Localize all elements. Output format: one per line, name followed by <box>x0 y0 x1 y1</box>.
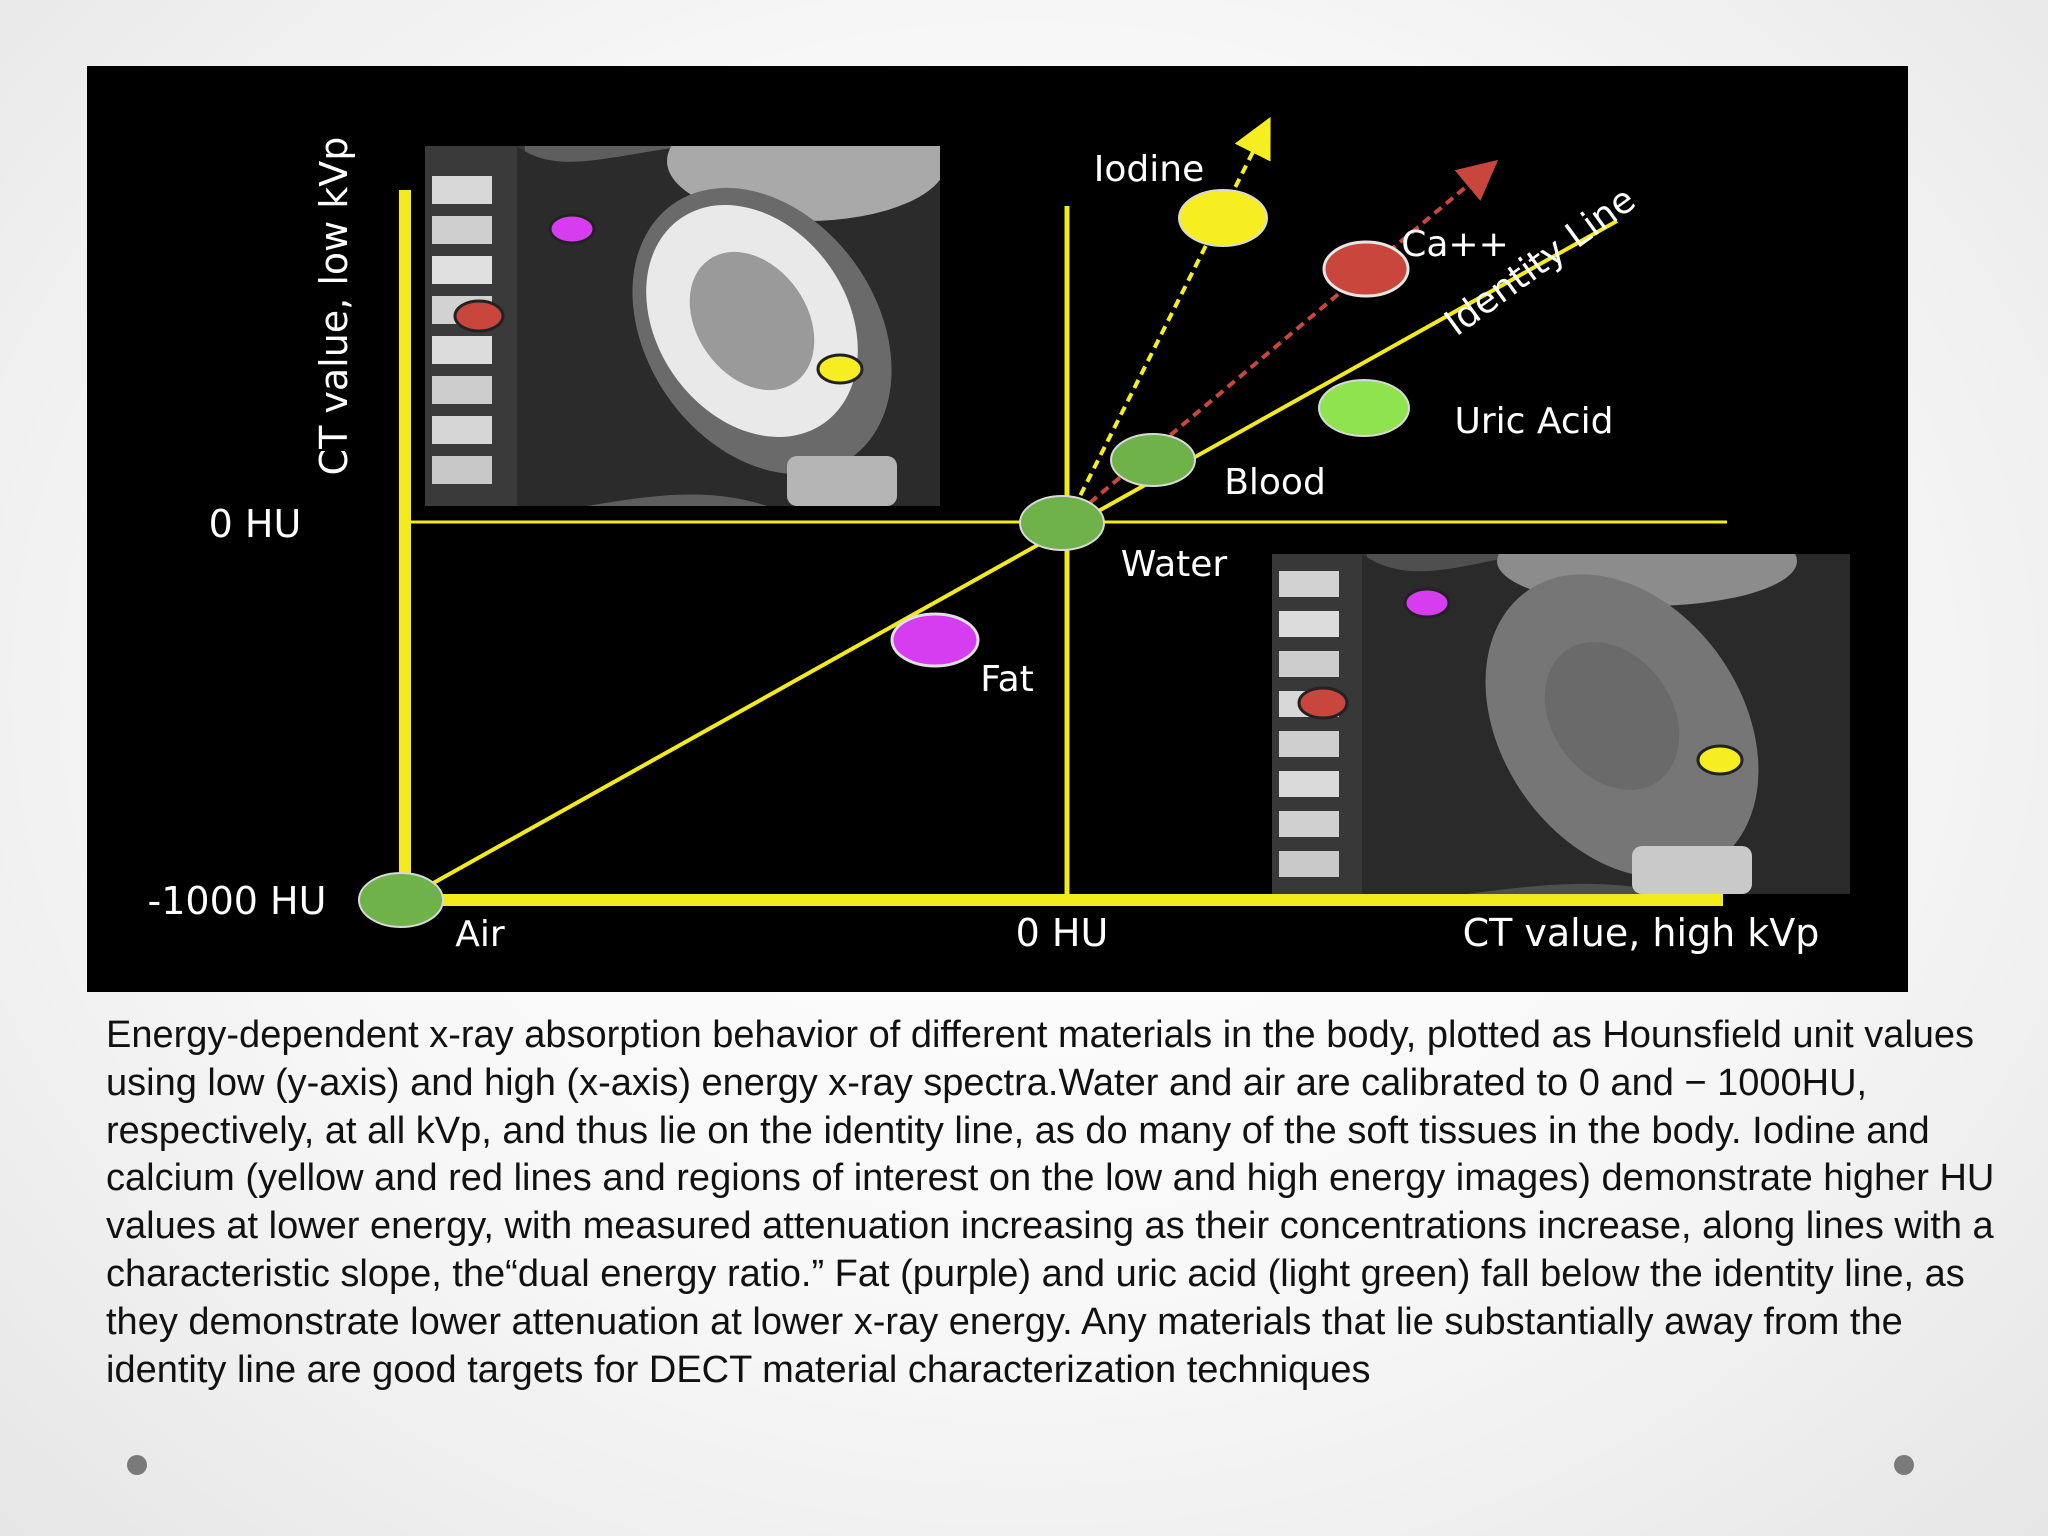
x-tick-zero: 0 HU <box>1016 911 1109 955</box>
iodine-marker <box>1178 189 1268 247</box>
y-tick-zero: 0 HU <box>209 502 302 546</box>
iodine-label: Iodine <box>1094 149 1204 190</box>
x-axis-title: CT value, high kVp <box>1463 911 1820 955</box>
calcium-label: Ca++ <box>1401 224 1509 265</box>
water-label: Water <box>1121 544 1228 585</box>
slide-right-dot <box>1894 1455 1914 1475</box>
air-label: Air <box>455 914 505 955</box>
air-marker <box>358 872 444 928</box>
identity-line <box>402 219 1618 902</box>
figure-caption: Energy-dependent x-ray absorption behavi… <box>106 1014 1995 1391</box>
y-axis-title: CT value, low kVp <box>312 137 356 476</box>
uric-acid-marker <box>1318 379 1410 437</box>
blood-label: Blood <box>1224 462 1326 503</box>
slide-left-dot <box>127 1455 147 1475</box>
dual-energy-diagram: CT value, low kVp 0 HU -1000 HU 0 HU CT … <box>87 66 1908 992</box>
uric-acid-label: Uric Acid <box>1454 401 1613 442</box>
calcium-marker <box>1322 240 1410 298</box>
fat-marker <box>890 612 980 668</box>
fat-label: Fat <box>980 659 1034 700</box>
blood-marker <box>1110 433 1196 487</box>
water-marker <box>1019 495 1105 551</box>
y-tick-min: -1000 HU <box>148 879 327 923</box>
ct-inset-low-kvp <box>425 146 940 506</box>
ct-inset-high-kvp <box>1272 554 1850 894</box>
